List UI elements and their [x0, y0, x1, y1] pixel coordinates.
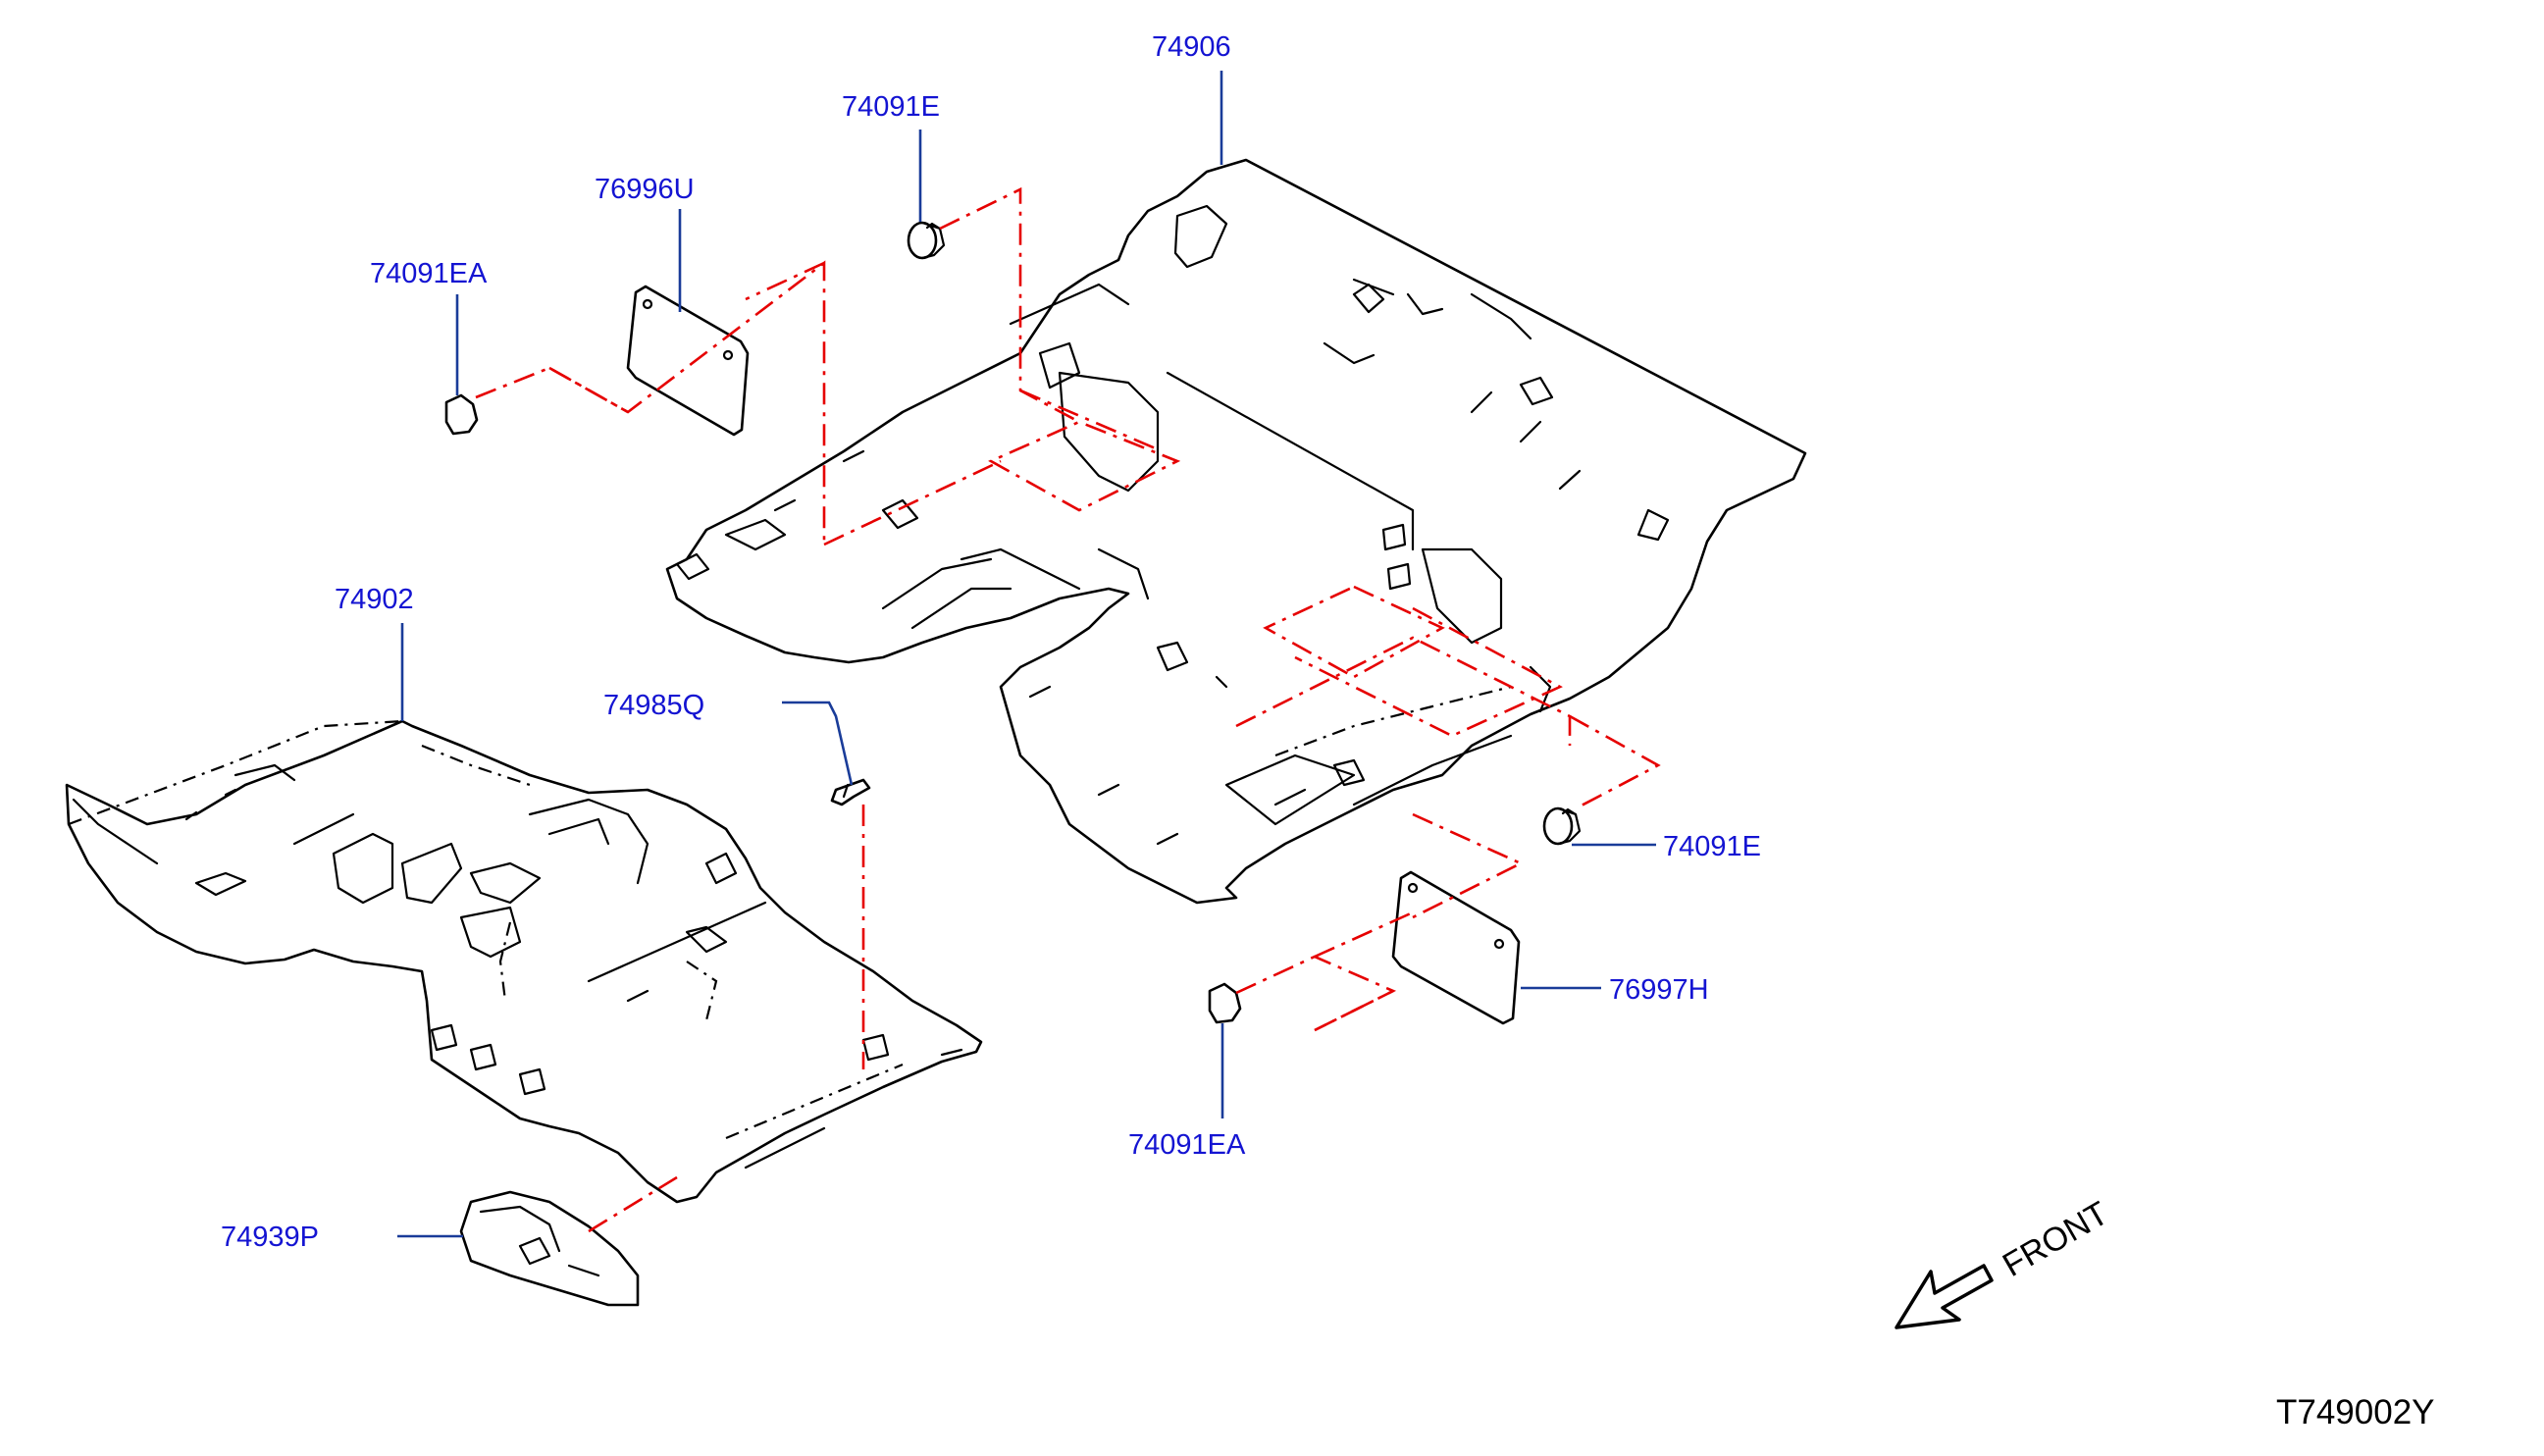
- label-74906[interactable]: 74906: [1152, 31, 1231, 63]
- diagram-code: T749002Y: [2276, 1393, 2435, 1431]
- clip-74091EA-top[interactable]: [444, 393, 479, 436]
- part-labels: 74906 74091E 76996U 74091EA 74902 74985Q…: [221, 31, 1761, 1253]
- label-74939P[interactable]: 74939P: [221, 1222, 319, 1253]
- front-indicator: FRONT: [1895, 1194, 2114, 1329]
- phantom-lines: [475, 186, 1661, 1233]
- cover-panel-76996U[interactable]: [626, 285, 750, 437]
- label-74091E-top[interactable]: 74091E: [842, 91, 940, 123]
- label-76997H[interactable]: 76997H: [1609, 974, 1709, 1006]
- clip-74985Q[interactable]: [830, 778, 871, 806]
- label-74902[interactable]: 74902: [335, 584, 414, 615]
- label-74091EA-top[interactable]: 74091EA: [370, 258, 488, 289]
- pushpin-74091E-top[interactable]: [907, 221, 946, 260]
- floor-carpet-74902[interactable]: [65, 719, 983, 1204]
- label-76996U[interactable]: 76996U: [595, 174, 695, 205]
- label-74091EA-bottom[interactable]: 74091EA: [1128, 1129, 1246, 1161]
- front-arrow-icon: [1895, 1264, 1994, 1329]
- insulator-74939P[interactable]: [459, 1190, 640, 1307]
- cover-panel-76997H[interactable]: [1391, 870, 1521, 1025]
- pushpin-74091E-right[interactable]: [1542, 806, 1582, 846]
- floor-carpet-74906[interactable]: [665, 158, 1807, 905]
- leader-lines: [397, 71, 1656, 1238]
- clip-74091EA-bottom[interactable]: [1208, 982, 1242, 1024]
- label-74985Q[interactable]: 74985Q: [603, 690, 704, 721]
- front-label: FRONT: [1997, 1194, 2114, 1283]
- label-74091E-right[interactable]: 74091E: [1663, 831, 1761, 862]
